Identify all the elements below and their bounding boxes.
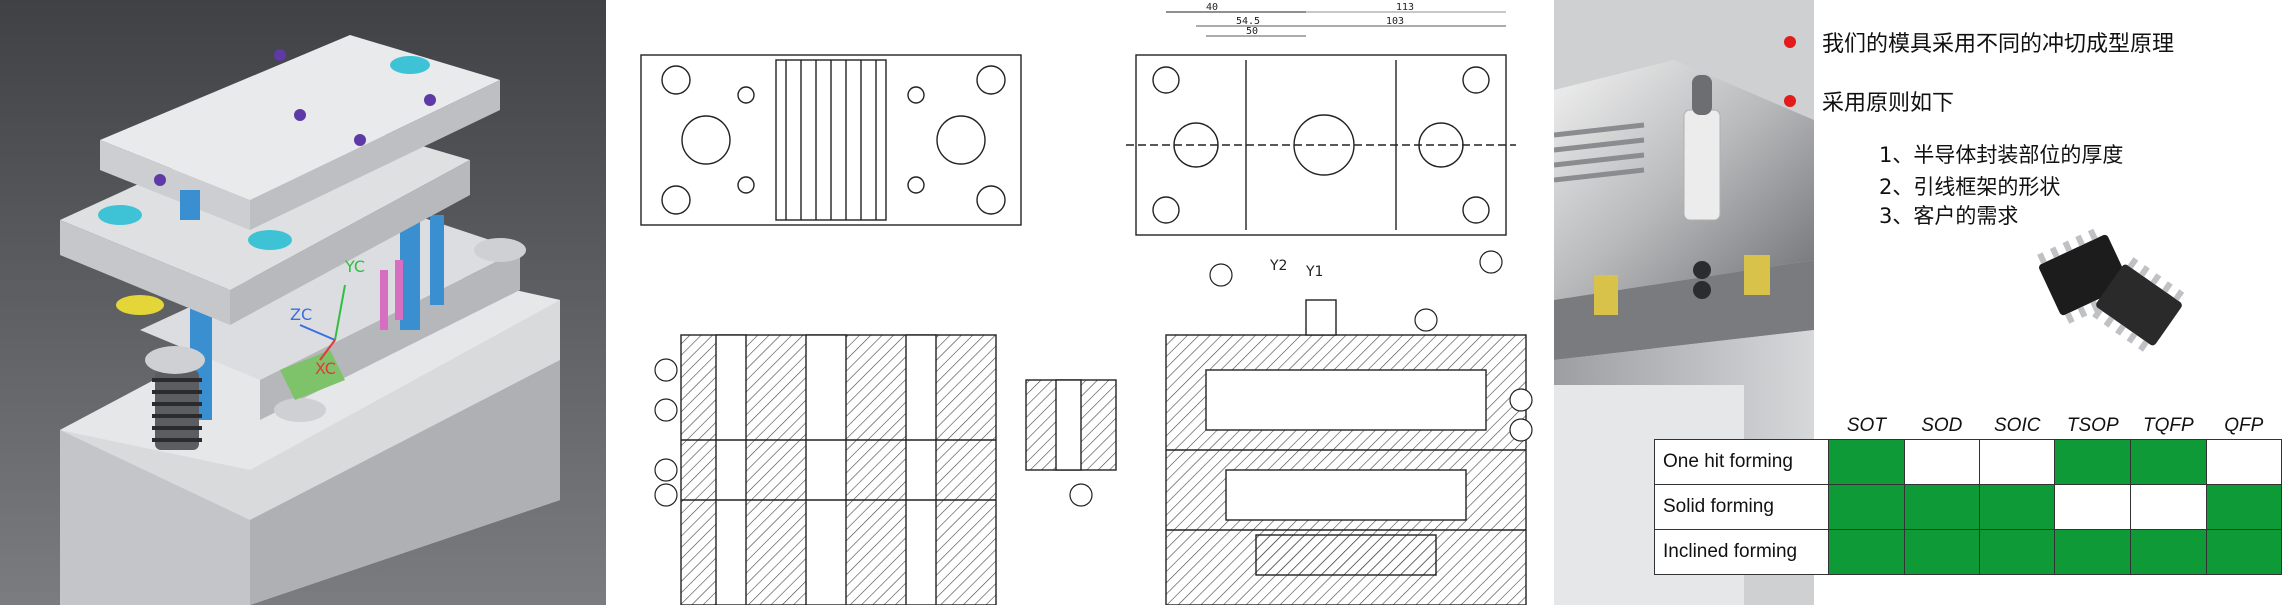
table-row: One hit forming [1653,438,2282,485]
section-view-main [1165,299,1527,605]
screw-icon [424,94,436,106]
cell-unsupported [1903,438,1980,485]
screw-icon [1693,261,1711,279]
sub-item-1: 1、半导体封装部位的厚度 [1879,143,2124,167]
screw-icon [154,174,166,186]
top-plate-side [250,80,500,230]
row-label: Solid forming [1653,483,1830,530]
guide-pillar-2 [400,220,420,330]
detail-view [1025,379,1117,471]
table-row: Inclined forming [1653,528,2282,575]
table-row: Solid forming [1653,483,2282,530]
bushing-3 [474,238,526,262]
guide-pillar-3 [430,215,444,305]
upper-plate-lower-front [60,220,230,325]
row-label: Inclined forming [1653,528,1830,575]
cell-unsupported [2205,438,2282,485]
cell-unsupported [1978,438,2056,485]
cad-render-panel: YC ZC XC [0,0,606,605]
cell-supported [2130,438,2207,485]
bushing-1 [145,346,205,374]
column-header: SOT [1846,414,1886,436]
screw-icon [274,49,286,61]
bushing-2 [274,398,326,422]
top-plate-front [100,140,250,230]
bullet-dot [1784,36,1796,48]
mold-3d-render: YC ZC XC [60,35,560,605]
upper-plate-lower-side [230,160,470,325]
dim-label-103: 103 [1386,16,1404,27]
dim-label-50: 50 [1246,26,1258,37]
sub-item-2: 2、引线框架的形状 [1879,175,2061,199]
bullet-dot [1784,95,1796,107]
dim-label-40: 40 [1206,2,1218,13]
cell-supported [1828,528,1905,575]
column-header: QFP [2224,414,2264,436]
bullet-1: 我们的模具采用不同的冲切成型原理 [1784,26,2174,58]
cell-unsupported [2130,483,2207,530]
bullet-text: 我们的模具采用不同的冲切成型原理 [1822,32,2175,57]
lower-plate [140,210,520,380]
cell-supported [2205,528,2282,575]
column-header: SOD [1921,414,1963,436]
cell-supported [1978,483,2056,530]
column-header: SOIC [1994,414,2041,436]
bullet-text: 采用原则如下 [1822,91,1955,116]
axis-y2-label: Y2 [1269,258,1287,274]
cell-supported [2205,483,2282,530]
table-corner [1655,413,1829,439]
spring-yellow-2 [1744,255,1770,295]
axis-x-label: XC [315,359,336,378]
cell-supported [1978,528,2056,575]
technical-drawing: 40 113 54.5 50 103 Y2 Y1 [640,2,1533,605]
base-block-side [250,360,560,605]
cell-supported [2054,438,2132,485]
column-header: TSOP [2066,414,2119,436]
pink-pin-2 [395,260,403,320]
plan-view-right [1126,54,1516,236]
dim-label-113: 113 [1396,2,1414,13]
screw-icon [354,134,366,146]
clamp-1 [98,205,142,225]
cell-unsupported [2054,483,2132,530]
cell-supported [1903,528,1980,575]
forming-table: SOT SOD SOIC TSOP TQFP QFP One hit formi… [1653,413,2282,575]
top-post [180,190,200,220]
screw-icon [1693,281,1711,299]
green-part [280,350,345,400]
info-panel: 我们的模具采用不同的冲切成型原理 采用原则如下 1、半导体封装部位的厚度 2、引… [1554,0,2282,605]
table-header-row: SOT SOD SOIC TSOP TQFP QFP [1655,413,2282,439]
yellow-stop-1 [116,295,164,315]
screw-icon [294,109,306,121]
spring-yellow-1 [1594,275,1618,315]
dim-label-54-5: 54.5 [1236,16,1260,27]
technical-drawing-panel: 40 113 54.5 50 103 Y2 Y1 [606,0,1554,605]
axis-z-label: ZC [290,305,312,324]
punch-holder [1683,109,1721,221]
lead-frame-rails [1554,122,1645,183]
callout-balloons [654,250,1533,507]
cell-supported [1903,483,1980,530]
axis-y-label: YC [344,257,365,276]
bullet-2: 采用原则如下 [1784,85,1954,117]
sub-item-3: 3、客户的需求 [1879,204,2019,228]
plan-view-left [640,54,1022,226]
cell-supported [1828,438,1905,485]
punch-top [1692,75,1712,115]
base-block-front [60,430,250,605]
column-header: TQFP [2142,414,2194,436]
row-label: One hit forming [1653,438,1830,485]
spring-coil [152,370,202,450]
axis-y1-label: Y1 [1305,264,1323,280]
clamp-2 [248,230,292,250]
section-view-left [680,334,997,605]
dimension-group: 40 113 54.5 50 103 [1166,2,1506,37]
ic-chip-icon [2092,257,2185,352]
cell-supported [1828,483,1905,530]
clamp-3 [390,56,430,74]
cell-supported [2130,528,2207,575]
pink-pin-1 [380,270,388,330]
cell-supported [2054,528,2132,575]
